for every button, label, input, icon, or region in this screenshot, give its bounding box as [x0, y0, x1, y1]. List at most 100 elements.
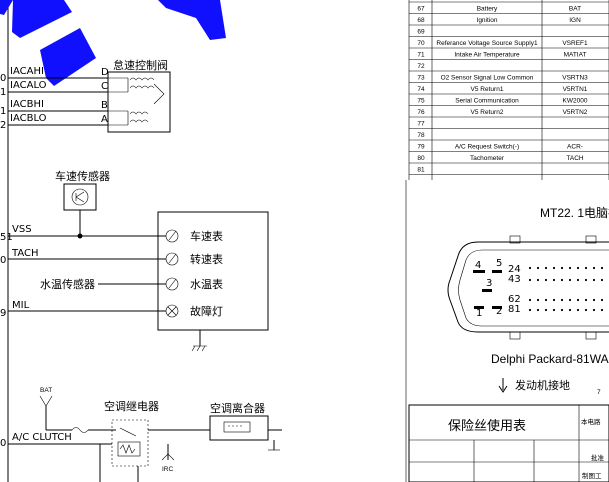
pin-dot — [544, 308, 548, 312]
pin-dot — [576, 298, 580, 302]
fuse-icon — [71, 427, 89, 433]
pin-dot — [552, 308, 556, 312]
iac-section: 0 1 1 2 IACAHI IACALO IACBHI IACBLO D C … — [0, 58, 171, 133]
pin-dot — [584, 278, 588, 282]
pin-dot — [600, 308, 604, 312]
pin-label: 62 — [508, 294, 521, 305]
pin-table-cell: 78 — [417, 132, 425, 139]
cluster-label: 水温表 — [190, 277, 223, 291]
pin-dot — [544, 278, 548, 282]
pin-table-cell: A/C Request Switch(-) — [455, 144, 519, 151]
pin-dot — [536, 278, 540, 282]
pin-dot — [552, 266, 556, 270]
pin-table-cell: O2 Sensor Signal Low Common — [441, 75, 534, 82]
pin-dot — [600, 266, 604, 270]
iac-letter: C — [101, 81, 108, 92]
pin-dot — [568, 266, 572, 270]
pin-table-cell: 71 — [417, 52, 425, 59]
pin-dot — [528, 308, 532, 312]
mil-label: MIL — [12, 300, 30, 311]
pin-table-cell: Referance Voltage Source Supply1 — [436, 40, 538, 47]
pin-table-cell: MATIAT — [564, 52, 587, 59]
pin-table-cell: Ignition — [477, 17, 498, 24]
iac-label: IACBLO — [10, 113, 47, 124]
ground-arrow-icon — [498, 378, 508, 393]
pin-label: 4 — [475, 260, 481, 271]
pin-number: 2 — [0, 120, 6, 131]
pin-table-cell: 74 — [417, 86, 425, 93]
pin-table-cell: V5RTN2 — [563, 109, 588, 116]
pin-dot — [600, 278, 604, 282]
pin-dot — [552, 298, 556, 302]
pin-label: 81 — [508, 304, 521, 315]
fuse-col-header: 本电路 — [581, 417, 601, 426]
bat-label: BAT — [40, 387, 52, 394]
iac-label: IACAHI — [10, 66, 44, 77]
iac-letter: D — [101, 67, 109, 78]
pin-label: 3 — [486, 278, 492, 289]
connector-section: MT22. 1电脑插 4 5 24 3 43 62 81 1 2 Delphi … — [405, 180, 609, 482]
iac-label: IACALO — [10, 80, 47, 91]
cluster-label: 故障灯 — [190, 304, 223, 318]
connector-model: Delphi Packard-81WA — [491, 352, 609, 366]
pin-table-cell: ACR- — [567, 144, 583, 151]
pin-dot — [528, 278, 532, 282]
ac-clutch-label: 空调离合器 — [210, 401, 265, 415]
pin-dot — [544, 266, 548, 270]
pin-number: 0 — [0, 438, 6, 449]
idle-valve-label: 怠速控制阀 — [113, 58, 168, 72]
pin-table-cell: 69 — [417, 29, 425, 36]
pin-number: 0 — [0, 255, 6, 266]
ac-clutch-box — [209, 415, 269, 441]
pin-table-cell: 70 — [417, 40, 425, 47]
pin-dot — [584, 266, 588, 270]
pin-table-cell: 73 — [417, 75, 425, 82]
pin-dot — [552, 278, 556, 282]
cluster-section: 车速传感器 51 VSS 0 TACH 水温传感器 9 MIL 车速表 转速表 … — [0, 169, 269, 352]
iac-label: IACBHI — [10, 99, 44, 110]
coolant-sensor-label: 水温传感器 — [40, 278, 95, 291]
pin-table-cell: KW2000 — [563, 98, 588, 105]
pin-table-cell: 75 — [417, 98, 425, 105]
pin-dot — [528, 298, 532, 302]
pin-table-cell: 67 — [417, 6, 425, 13]
pin-table-cell: Battery — [477, 6, 498, 13]
pin-dot — [536, 308, 540, 312]
ground-icon — [191, 345, 207, 352]
pin-dot — [600, 298, 604, 302]
pin-table-cell: 81 — [417, 167, 425, 174]
vss-label: VSS — [12, 224, 32, 235]
cluster-label: 转速表 — [190, 252, 223, 266]
fuse-table: 保险丝使用表 本电路 批准 制图工 — [408, 404, 609, 482]
pin-dot — [592, 278, 596, 282]
fuse-row-label: 批准 — [591, 453, 605, 462]
pin-table-cell: V5 Return2 — [471, 109, 504, 116]
tach-label: TACH — [11, 248, 39, 259]
pin-table-cell: 72 — [417, 63, 425, 70]
idle-valve-box — [107, 71, 171, 133]
pin-label: 43 — [508, 274, 521, 285]
pin-table-cell: Intake Air Temperature — [454, 52, 520, 59]
pin-dot — [584, 298, 588, 302]
pin-table-cell: TACH — [566, 155, 584, 162]
pin-dot — [568, 278, 572, 282]
pin-dot — [592, 266, 596, 270]
pin-dot — [592, 298, 596, 302]
iac-letter: B — [101, 100, 108, 111]
connector-outline — [447, 241, 609, 333]
ac-relay-label: 空调继电器 — [104, 399, 159, 413]
irc-label: IRC — [162, 466, 174, 473]
pin-table-cell: 79 — [417, 144, 425, 151]
cluster-label: 车速表 — [190, 229, 223, 243]
pin-table-cell: 77 — [417, 121, 425, 128]
ac-clutch-signal: A/C CLUTCH — [12, 432, 72, 443]
pin-label: 5 — [496, 258, 502, 269]
instrument-cluster-box — [157, 211, 269, 331]
pin-number: 1 — [0, 106, 6, 117]
pin-dot — [560, 308, 564, 312]
pin-dot — [560, 266, 564, 270]
pin-dot — [528, 266, 532, 270]
fuse-table-title: 保险丝使用表 — [448, 418, 526, 434]
ground-number: 7 — [597, 389, 601, 396]
